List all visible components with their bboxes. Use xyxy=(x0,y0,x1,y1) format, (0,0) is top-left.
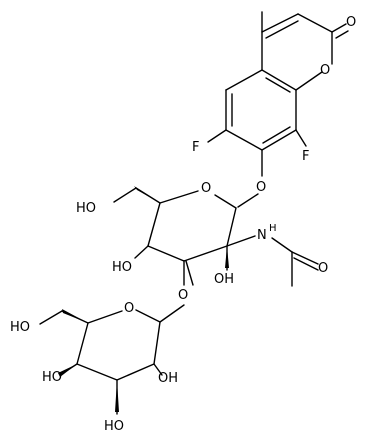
o-ring-lower-label: O xyxy=(124,301,134,316)
oh-primary-upper-label: HO xyxy=(76,201,96,216)
atom-labels: O O F F O O HO N H O HO OH O O HO HO OH … xyxy=(10,15,356,434)
oh-anomeric-label: OH xyxy=(214,272,234,287)
o-interglycosidic-label: O xyxy=(178,288,188,303)
upper-sugar-bonds xyxy=(113,187,319,287)
oh-lower-bottom-label: HO xyxy=(104,419,124,434)
o-glycosidic-aryl-label: O xyxy=(256,180,266,195)
oh-primary-lower-label: HO xyxy=(10,320,30,335)
lower-sugar-bonds xyxy=(39,304,185,415)
o-ring-upper-label: O xyxy=(201,181,211,196)
o-lactone-ring-label: O xyxy=(320,63,330,78)
oh-c4-upper-label: HO xyxy=(112,260,132,275)
oh-lower-right-label: OH xyxy=(158,371,178,386)
stereo-wedges xyxy=(58,186,229,412)
o-lactone-carbonyl-label: O xyxy=(346,15,356,30)
f-right-label: F xyxy=(302,149,309,164)
coumarin-bonds xyxy=(207,11,349,177)
nh-label: N xyxy=(257,228,267,243)
oh-lower-left-label: HO xyxy=(42,370,62,385)
f-left-label: F xyxy=(192,140,199,155)
nh-h-label: H xyxy=(269,223,277,234)
o-amide-carbonyl-label: O xyxy=(318,261,328,276)
